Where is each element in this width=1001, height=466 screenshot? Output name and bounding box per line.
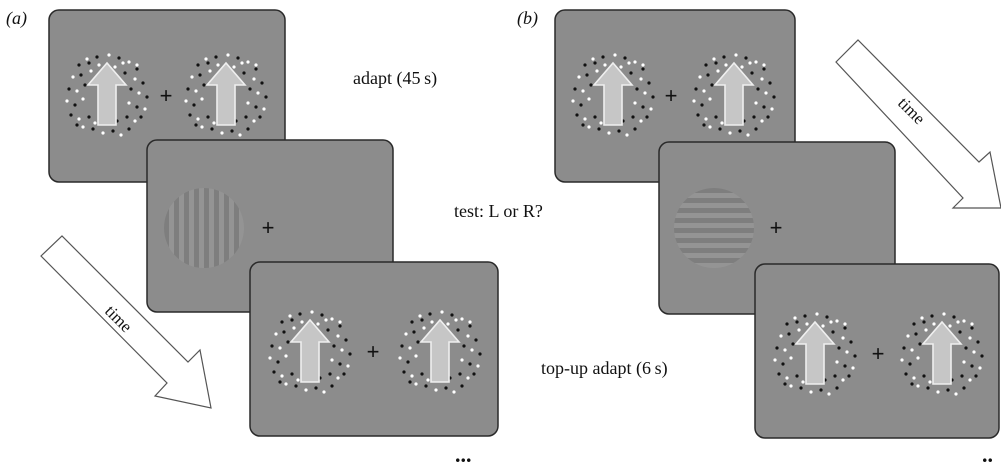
adapt-label: adapt (45 s) bbox=[353, 68, 437, 89]
fixation-cross: + bbox=[770, 215, 783, 240]
topup-screen-a: + bbox=[249, 261, 499, 437]
panel-b: + time bbox=[554, 9, 1001, 466]
fixation-cross: + bbox=[665, 83, 678, 108]
test-label: test: L or R? bbox=[454, 201, 543, 221]
vertical-grating bbox=[164, 188, 244, 268]
adapt-screen-b: + bbox=[554, 9, 796, 183]
fixation-cross: + bbox=[160, 83, 173, 108]
panel-label-b: (b) bbox=[517, 8, 538, 29]
continuation-ellipsis-a: ... bbox=[455, 442, 472, 466]
fixation-cross: + bbox=[872, 341, 885, 366]
panel-label-a: (a) bbox=[6, 8, 27, 29]
horizontal-grating bbox=[674, 188, 754, 268]
panel-a: time + bbox=[40, 9, 668, 466]
time-arrow-b: time bbox=[835, 39, 1001, 209]
topup-screen-b: + bbox=[754, 263, 1000, 439]
fixation-cross: + bbox=[367, 339, 380, 364]
continuation-ellipsis-b: .. bbox=[982, 442, 993, 466]
fixation-cross: + bbox=[262, 215, 275, 240]
topup-label: top-up adapt (6 s) bbox=[541, 358, 668, 379]
time-arrow-a: time bbox=[40, 235, 212, 409]
